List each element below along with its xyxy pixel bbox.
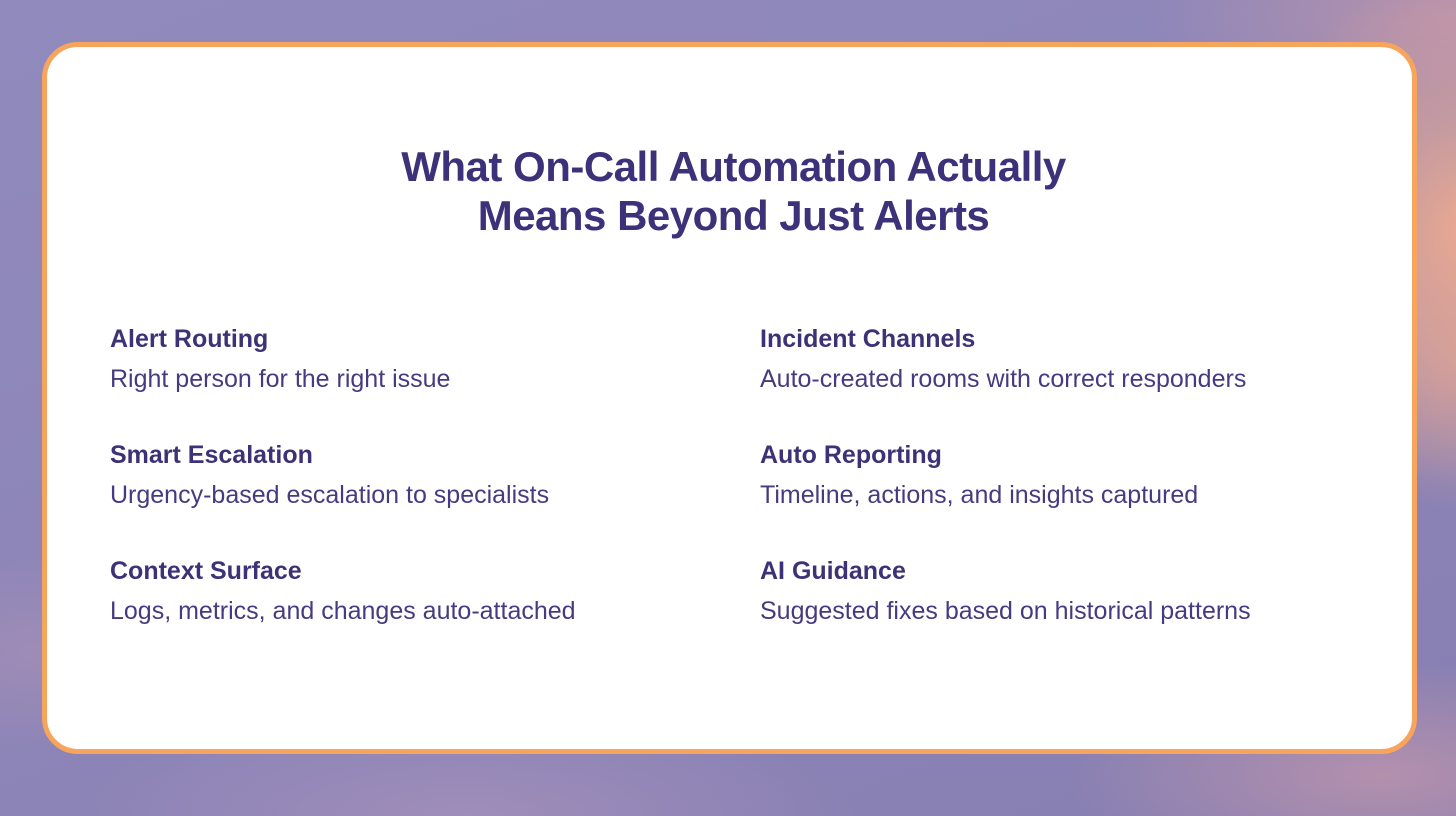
- slide-title-line-1: What On-Call Automation Actually: [401, 143, 1066, 191]
- feature-heading: Smart Escalation: [110, 440, 313, 469]
- slide-card: What On-Call Automation Actually Means B…: [42, 42, 1417, 754]
- feature-heading: AI Guidance: [760, 556, 906, 585]
- feature-description: Right person for the right issue: [110, 365, 451, 394]
- feature-smart-escalation: Smart Escalation Urgency-based escalatio…: [110, 439, 760, 512]
- feature-description: Suggested fixes based on historical patt…: [760, 597, 1251, 626]
- feature-ai-guidance: AI Guidance Suggested fixes based on his…: [760, 555, 1357, 628]
- slide-title: What On-Call Automation Actually Means B…: [110, 143, 1357, 240]
- feature-heading: Context Surface: [110, 556, 302, 585]
- feature-heading: Incident Channels: [760, 324, 976, 353]
- feature-alert-routing: Alert Routing Right person for the right…: [110, 323, 760, 396]
- feature-heading: Auto Reporting: [760, 440, 942, 469]
- feature-grid: Alert Routing Right person for the right…: [110, 323, 1357, 628]
- feature-heading: Alert Routing: [110, 324, 269, 353]
- feature-description: Urgency-based escalation to specialists: [110, 481, 550, 510]
- feature-context-surface: Context Surface Logs, metrics, and chang…: [110, 555, 760, 628]
- feature-description: Auto-created rooms with correct responde…: [760, 365, 1247, 394]
- feature-auto-reporting: Auto Reporting Timeline, actions, and in…: [760, 439, 1357, 512]
- feature-description: Timeline, actions, and insights captured: [760, 481, 1199, 510]
- slide-title-line-2: Means Beyond Just Alerts: [477, 191, 990, 239]
- feature-incident-channels: Incident Channels Auto-created rooms wit…: [760, 323, 1357, 396]
- feature-description: Logs, metrics, and changes auto-attached: [110, 597, 576, 626]
